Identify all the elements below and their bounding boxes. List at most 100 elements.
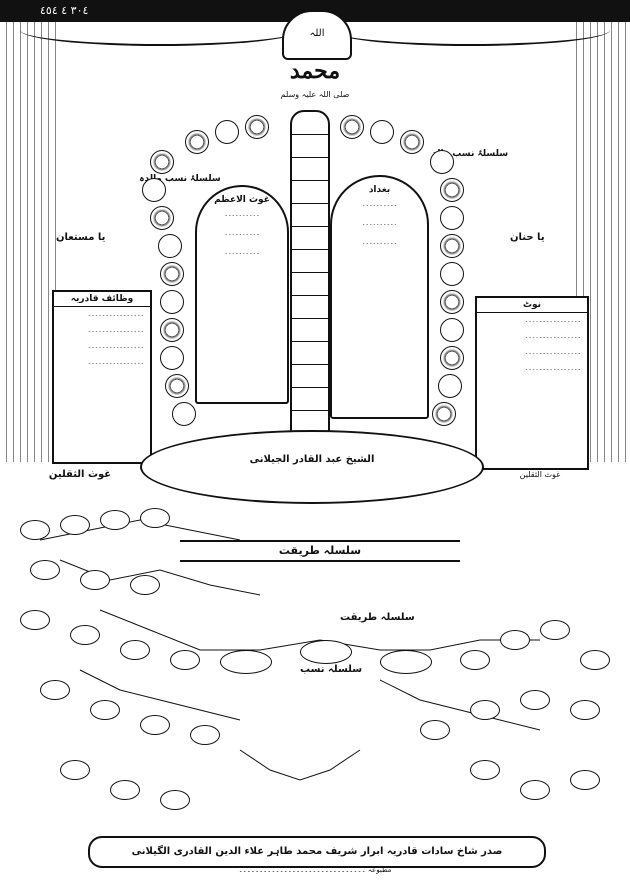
curtain-swag-left	[20, 14, 300, 46]
top-glyphs: ٣٠٤ ٤ ٤٥٤	[40, 4, 89, 17]
main-title: محمد	[289, 58, 341, 84]
bead	[215, 120, 239, 144]
tree-node	[110, 780, 140, 800]
lower-label-b: سلسلہ طریقت	[340, 612, 415, 623]
right-panel-title: نوٹ	[477, 298, 587, 313]
bead	[150, 206, 174, 230]
tree-node	[40, 680, 70, 700]
bead	[370, 120, 394, 144]
bead	[160, 262, 184, 286]
left-arch-line: ۔۔۔۔۔۔۔۔۔۔	[224, 211, 260, 218]
footer-line: مطبوعہ ۔۔۔۔۔۔۔۔۔۔۔۔۔۔۔۔۔۔۔۔۔۔۔۔۔۔۔۔۔۔۔	[238, 866, 392, 874]
star-left-label: یا مستعان	[56, 232, 106, 243]
tree-node	[540, 620, 570, 640]
left-panel-line: ۔۔۔۔۔۔۔۔۔۔۔۔۔۔۔۔	[87, 343, 144, 350]
star-right-label: یا حنان	[510, 232, 545, 243]
tree-node	[520, 690, 550, 710]
bead	[440, 346, 464, 370]
bead	[165, 374, 189, 398]
tree-node	[170, 650, 200, 670]
ribbon-title: سلسلہ طریقت	[180, 540, 460, 562]
right-arch: بغداد ۔۔۔۔۔۔۔۔۔۔ ۔۔۔۔۔۔۔۔۔۔ ۔۔۔۔۔۔۔۔۔۔	[330, 175, 429, 419]
bead	[440, 178, 464, 202]
tree-node	[140, 715, 170, 735]
left-curtain	[0, 22, 60, 462]
curtain-swag-right	[330, 14, 610, 46]
tree-node	[60, 515, 90, 535]
central-pillar	[290, 110, 330, 444]
tree-node	[470, 700, 500, 720]
tree-node	[220, 650, 272, 674]
bead	[160, 290, 184, 314]
tree-node	[520, 780, 550, 800]
left-panel-line: ۔۔۔۔۔۔۔۔۔۔۔۔۔۔۔۔	[87, 327, 144, 334]
tree-node	[570, 770, 600, 790]
tree-node	[100, 510, 130, 530]
tree-node	[130, 575, 160, 595]
left-mid-label: غوث الثقلین	[48, 469, 112, 480]
footer-band: صدر شاخ سادات قادریہ ابرار شریف محمد طاہ…	[88, 836, 546, 868]
tree-node	[580, 650, 610, 670]
center-base-oval: الشیخ عبد القادر الجیلانی	[140, 430, 484, 504]
bead	[440, 318, 464, 342]
tree-node	[120, 640, 150, 660]
tree-node	[420, 720, 450, 740]
tree-node	[140, 508, 170, 528]
right-panel: نوٹ ۔۔۔۔۔۔۔۔۔۔۔۔۔۔۔۔ ۔۔۔۔۔۔۔۔۔۔۔۔۔۔۔۔ ۔۔…	[475, 296, 589, 470]
bead	[440, 234, 464, 258]
right-top-label: سلسلۂ نسب والد	[431, 149, 509, 159]
lower-label-a: سلسلہ نسب	[300, 664, 363, 675]
bead	[142, 178, 166, 202]
right-arch-line: ۔۔۔۔۔۔۔۔۔۔	[361, 220, 398, 227]
tree-node	[60, 760, 90, 780]
bead	[430, 150, 454, 174]
bead	[172, 402, 196, 426]
left-panel-title: وظائف قادریہ	[54, 292, 150, 307]
right-panel-line: ۔۔۔۔۔۔۔۔۔۔۔۔۔۔۔۔	[524, 349, 581, 356]
tree-node	[460, 650, 490, 670]
tree-node	[380, 650, 432, 674]
bead	[158, 234, 182, 258]
header-crest: اللہ	[282, 10, 352, 60]
tree-node	[90, 700, 120, 720]
right-panel-line: ۔۔۔۔۔۔۔۔۔۔۔۔۔۔۔۔	[524, 365, 581, 372]
bead	[160, 318, 184, 342]
tree-node	[500, 630, 530, 650]
bead	[440, 206, 464, 230]
left-panel: وظائف قادریہ ۔۔۔۔۔۔۔۔۔۔۔۔۔۔۔۔ ۔۔۔۔۔۔۔۔۔۔…	[52, 290, 152, 464]
tree-node	[570, 700, 600, 720]
left-arch-line: ۔۔۔۔۔۔۔۔۔۔	[224, 230, 260, 237]
bead	[185, 130, 209, 154]
crest-text: اللہ	[309, 28, 325, 39]
left-top-label: سلسلۂ نسب والدہ	[139, 174, 221, 184]
tree-node	[70, 625, 100, 645]
bead	[160, 346, 184, 370]
left-panel-line: ۔۔۔۔۔۔۔۔۔۔۔۔۔۔۔۔	[87, 359, 144, 366]
left-arch-line: ۔۔۔۔۔۔۔۔۔۔	[224, 249, 260, 256]
right-mid-label: غوث الثقلین	[519, 470, 561, 479]
tree-node	[20, 520, 50, 540]
right-panel-line: ۔۔۔۔۔۔۔۔۔۔۔۔۔۔۔۔	[524, 317, 581, 324]
bead	[432, 402, 456, 426]
bead	[150, 150, 174, 174]
left-arch-title: غوث الاعظم	[214, 195, 270, 205]
bead	[440, 290, 464, 314]
right-arch-line: ۔۔۔۔۔۔۔۔۔۔	[361, 239, 398, 246]
main-subline: صلی اللہ علیہ وسلم	[280, 90, 350, 99]
tree-node	[300, 640, 352, 664]
bead	[438, 374, 462, 398]
tree-node	[20, 610, 50, 630]
tree-node	[470, 760, 500, 780]
tree-node	[80, 570, 110, 590]
bead	[440, 262, 464, 286]
left-arch: غوث الاعظم ۔۔۔۔۔۔۔۔۔۔ ۔۔۔۔۔۔۔۔۔۔ ۔۔۔۔۔۔۔…	[195, 185, 289, 404]
bead	[340, 115, 364, 139]
tree-node	[30, 560, 60, 580]
bead	[245, 115, 269, 139]
right-arch-line: ۔۔۔۔۔۔۔۔۔۔	[361, 201, 398, 208]
tree-node	[190, 725, 220, 745]
right-arch-title: بغداد	[368, 185, 391, 195]
bead	[400, 130, 424, 154]
center-base-title: الشیخ عبد القادر الجیلانی	[249, 454, 375, 465]
right-panel-line: ۔۔۔۔۔۔۔۔۔۔۔۔۔۔۔۔	[524, 333, 581, 340]
